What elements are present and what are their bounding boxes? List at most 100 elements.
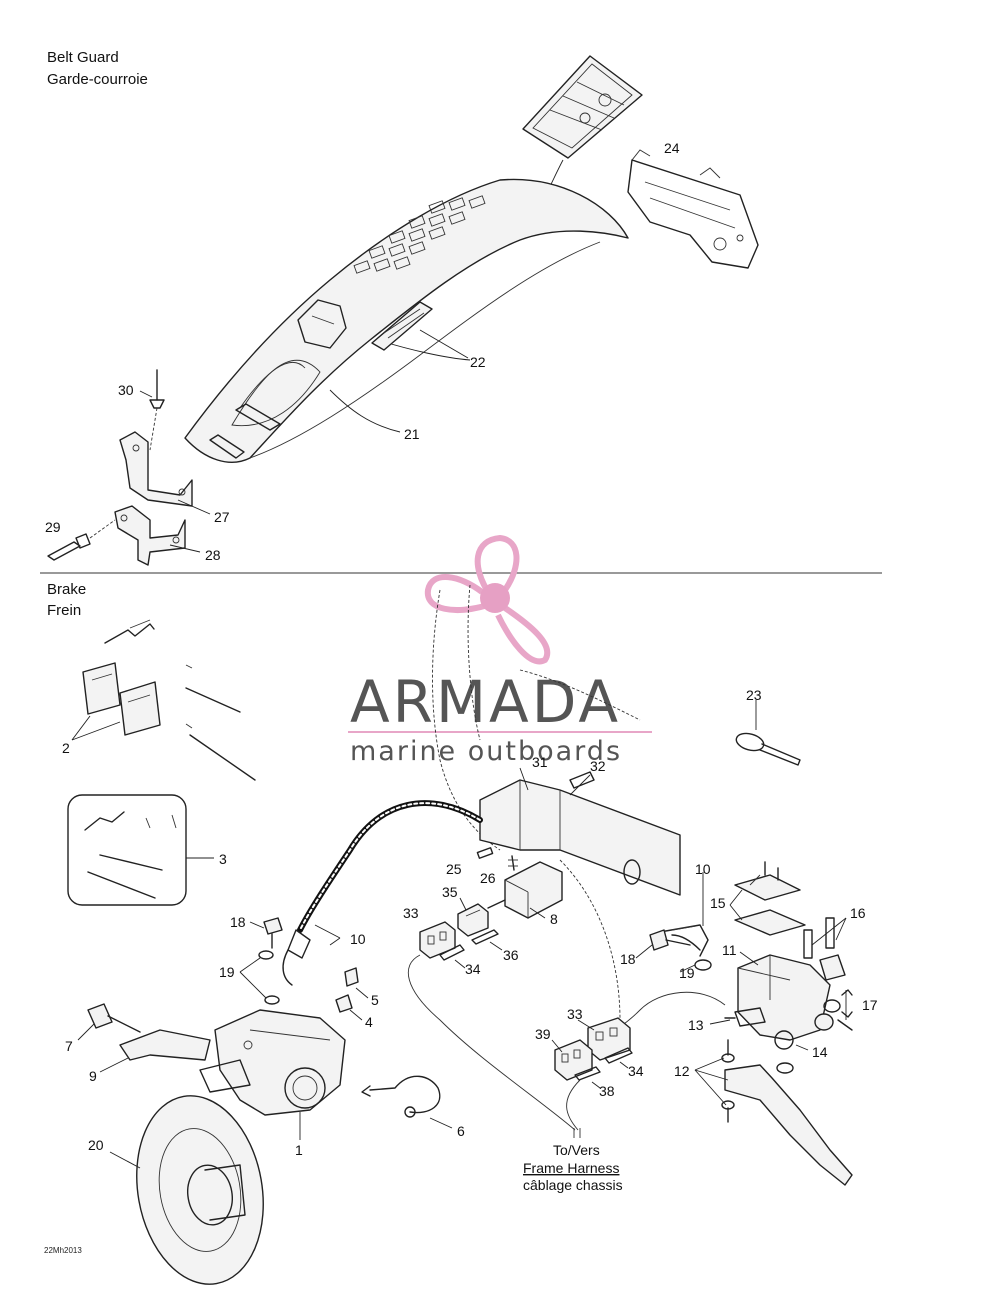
- bracket-28: [114, 505, 186, 566]
- propeller-icon: [424, 534, 551, 665]
- callout-numbers: 24 22 21 30 27 29 28 23 2 31 32 3 25 26 …: [45, 140, 878, 1158]
- callout-16: 16: [850, 905, 866, 921]
- callout-39: 39: [535, 1026, 551, 1042]
- callout-6: 6: [457, 1123, 465, 1139]
- callout-34-right: 34: [628, 1063, 644, 1079]
- bleeder-cap-5: [344, 967, 359, 987]
- screw-25: [476, 847, 494, 859]
- wiring-left: [407, 954, 576, 1131]
- washer-19-right: [694, 959, 712, 971]
- destination-frame-harness: Frame Harness: [523, 1160, 619, 1176]
- callout-8: 8: [550, 911, 558, 927]
- caliper-1: [199, 1009, 346, 1116]
- push-rivet-30: [149, 369, 165, 451]
- harness-dash: [559, 859, 621, 1021]
- terminal-34-right: [604, 1047, 633, 1064]
- brake-hose-10-right: [659, 924, 709, 957]
- brake-lever-12: [721, 1039, 853, 1186]
- armada-logo: ARMADA marine outboards: [348, 534, 652, 767]
- spring-26: [508, 855, 518, 871]
- callout-23: 23: [746, 687, 762, 703]
- callout-31: 31: [532, 754, 548, 770]
- brake-hose-10: [282, 800, 483, 986]
- bleeder-valve-4: [335, 994, 353, 1013]
- callout-5: 5: [371, 992, 379, 1008]
- cable-tie-23: [735, 732, 801, 766]
- callout-26: 26: [480, 870, 496, 886]
- callout-18-left: 18: [230, 914, 246, 930]
- terminal-36: [471, 929, 499, 945]
- callout-34-left: 34: [465, 961, 481, 977]
- connector-33-right: [587, 1017, 631, 1061]
- brand-wordmark: ARMADA: [350, 668, 621, 736]
- vent-slots: [353, 195, 486, 274]
- banjo-bolt-18-left: [263, 917, 283, 949]
- destination-cablage-chassis: câblage chassis: [523, 1177, 623, 1193]
- belt-guard-title-en: Belt Guard: [47, 49, 119, 66]
- bolts-16: [803, 917, 846, 981]
- callout-1: 1: [295, 1142, 303, 1158]
- brake-switch-8: [487, 861, 563, 919]
- callout-33-right: 33: [567, 1006, 583, 1022]
- washer-19-a: [258, 950, 274, 960]
- brand-tagline: marine outboards: [350, 736, 622, 767]
- mounting-bracket: [627, 149, 759, 269]
- callout-12: 12: [674, 1063, 690, 1079]
- screw-7: [87, 1003, 141, 1033]
- pivot-14: [776, 1062, 794, 1074]
- callout-19-left: 19: [219, 964, 235, 980]
- switch-13: [724, 1007, 766, 1027]
- brake-pads-2: [82, 619, 256, 781]
- callout-19-right: 19: [679, 965, 695, 981]
- master-cylinder-11: [737, 954, 831, 1050]
- callout-11: 11: [722, 942, 737, 958]
- banjo-bolt-18-right: [649, 929, 691, 951]
- callout-25: 25: [446, 861, 462, 877]
- callout-7: 7: [65, 1038, 73, 1054]
- handlebar: [432, 584, 681, 896]
- terminal-34-left: [439, 944, 465, 961]
- callout-4: 4: [365, 1014, 373, 1030]
- callout-20: 20: [88, 1137, 104, 1153]
- callout-24: 24: [664, 140, 680, 156]
- belt-guard-21: [184, 178, 629, 463]
- callout-21: 21: [404, 426, 420, 442]
- destination-to: To/Vers: [553, 1142, 600, 1158]
- callout-14: 14: [812, 1044, 828, 1060]
- decal-24: [522, 55, 643, 159]
- callout-10-right: 10: [695, 861, 711, 877]
- reservoir-cap-15: [734, 874, 806, 936]
- terminal-38: [574, 1066, 601, 1081]
- drawing-code: 22Mh2013: [44, 1246, 82, 1255]
- callout-30: 30: [118, 382, 134, 398]
- callout-18-right: 18: [620, 951, 636, 967]
- callout-28: 28: [205, 547, 221, 563]
- bracket-27: [119, 431, 193, 507]
- callout-22: 22: [470, 354, 486, 370]
- callout-29: 29: [45, 519, 61, 535]
- connector-39: [554, 1039, 593, 1081]
- callout-38: 38: [599, 1083, 615, 1099]
- callout-3: 3: [219, 851, 227, 867]
- callout-15: 15: [710, 895, 726, 911]
- rivet-29: [47, 519, 116, 561]
- callout-36: 36: [503, 947, 519, 963]
- callout-17: 17: [862, 997, 878, 1013]
- callout-2: 2: [62, 740, 70, 756]
- sensor-6: [361, 1075, 441, 1118]
- callout-27: 27: [214, 509, 230, 525]
- connector-35: [457, 903, 489, 937]
- wiring-right: [566, 1079, 581, 1131]
- brake-title-en: Brake: [47, 581, 86, 598]
- washer-19-b: [264, 995, 280, 1005]
- decal-22: [371, 301, 433, 351]
- callout-9: 9: [89, 1068, 97, 1084]
- callout-33-left: 33: [403, 905, 419, 921]
- brake-title-fr: Frein: [47, 602, 81, 619]
- decal-32: [569, 771, 595, 789]
- belt-guard-title-fr: Garde-courroie: [47, 71, 148, 88]
- callout-13: 13: [688, 1017, 704, 1033]
- clamp-17: [814, 989, 853, 1031]
- connector-33-left: [419, 921, 456, 959]
